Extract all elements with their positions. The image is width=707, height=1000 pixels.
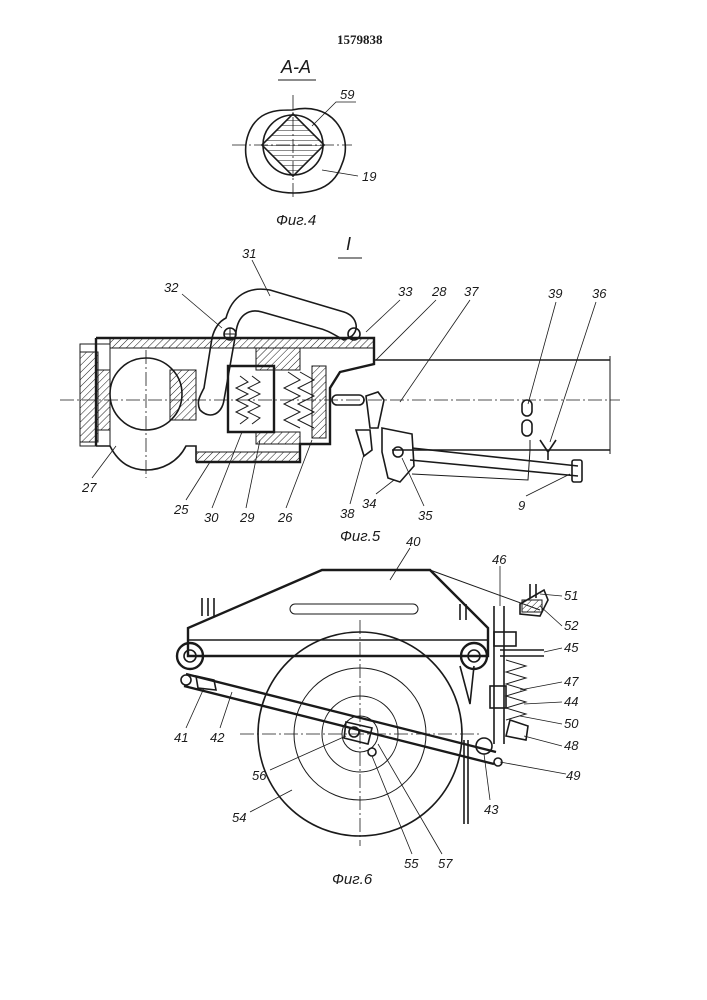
fig5-label-38: 38 [340, 506, 355, 521]
fig5-plate-34 [381, 427, 415, 483]
fig6-lever-42 [183, 672, 497, 766]
fig6-label-40: 40 [406, 534, 421, 549]
fig6-pivot-left [175, 641, 205, 671]
fig4: А-А 59 19 Фиг.4 [232, 57, 376, 229]
fig5-hook [365, 391, 385, 429]
fig5-label-9: 9 [518, 498, 525, 513]
fig4-caption: Фиг.4 [276, 212, 316, 229]
fig6-label-54: 54 [232, 810, 246, 825]
fig5-label-39: 39 [548, 286, 562, 301]
fig6-pin-56 [348, 726, 360, 738]
fig6-label-47: 47 [564, 674, 579, 689]
fig5-label-26: 26 [277, 510, 293, 525]
fig6-label-51: 51 [564, 588, 578, 603]
fig5-chain-link-2 [521, 419, 533, 437]
fig6-joint-43 [475, 737, 493, 755]
fig5-label-25: 25 [173, 502, 189, 517]
fig6-label-43: 43 [484, 802, 499, 817]
fig5-bracket-38 [354, 429, 373, 458]
fig6-label-57: 57 [438, 856, 453, 871]
fig6-plate-45 [500, 649, 544, 657]
fig5-view-label: I [346, 234, 351, 254]
fig6-label-42: 42 [210, 730, 225, 745]
fig6-label-49: 49 [566, 768, 580, 783]
fig4-label-59: 59 [340, 87, 354, 102]
fig6-nut [493, 631, 517, 647]
fig5-lever-31 [197, 288, 357, 416]
fig5-label-37: 37 [464, 284, 479, 299]
fig4-label-19: 19 [362, 169, 376, 184]
patent-number: 1579838 [337, 32, 383, 47]
fig5-label-31: 31 [242, 246, 256, 261]
fig5-label-35: 35 [418, 508, 433, 523]
fig4-shaft-outline [244, 107, 347, 194]
fig5-label-28: 28 [431, 284, 447, 299]
fig5-pivot-33 [347, 327, 361, 341]
fig6-label-41: 41 [174, 730, 188, 745]
fig6-frame-slot [289, 603, 419, 615]
fig5-label-34: 34 [362, 496, 376, 511]
fig5-caption: Фиг.5 [340, 528, 381, 545]
fig6-label-46: 46 [492, 552, 507, 567]
fig6-drop-rod [463, 740, 469, 824]
fig4-section-label: А-А [280, 57, 311, 77]
fig6-label-56: 56 [252, 768, 267, 783]
fig5-label-32: 32 [164, 280, 179, 295]
fig6-caption: Фиг.6 [332, 871, 373, 888]
fig6-bracket-48 [505, 718, 529, 741]
fig6-spring-44 [504, 659, 528, 721]
fig5-label-29: 29 [239, 510, 254, 525]
fig5-bracket-36 [539, 439, 557, 460]
fig5-label-36: 36 [592, 286, 607, 301]
fig6-bolt-51 [519, 588, 549, 617]
fig5-link-37 [331, 394, 365, 406]
fig6-frame-40 [186, 568, 490, 658]
fig5-pin-35 [392, 446, 404, 458]
fig6: 40 46 51 52 45 47 44 50 48 49 41 42 56 5… [174, 534, 580, 888]
fig6-label-50: 50 [564, 716, 579, 731]
fig5-label-33: 33 [398, 284, 413, 299]
fig6-spring-rod-46 [493, 606, 505, 744]
fig5-chain-link-1 [521, 399, 533, 417]
fig6-clamp-41 [195, 674, 217, 691]
fig6-cap-52 [521, 599, 543, 613]
fig5: I [60, 234, 620, 545]
fig6-label-52: 52 [564, 618, 579, 633]
fig6-hanger [459, 665, 475, 705]
fig5-spring-cup [226, 364, 276, 434]
fig5-rod-9 [409, 447, 579, 477]
fig6-label-45: 45 [564, 640, 579, 655]
fig5-label-27: 27 [81, 480, 97, 495]
fig6-label-44: 44 [564, 694, 578, 709]
fig6-hub-pin [367, 747, 377, 757]
fig6-block-47 [489, 685, 507, 709]
fig5-label-30: 30 [204, 510, 219, 525]
fig6-label-55: 55 [404, 856, 419, 871]
fig6-label-48: 48 [564, 738, 579, 753]
